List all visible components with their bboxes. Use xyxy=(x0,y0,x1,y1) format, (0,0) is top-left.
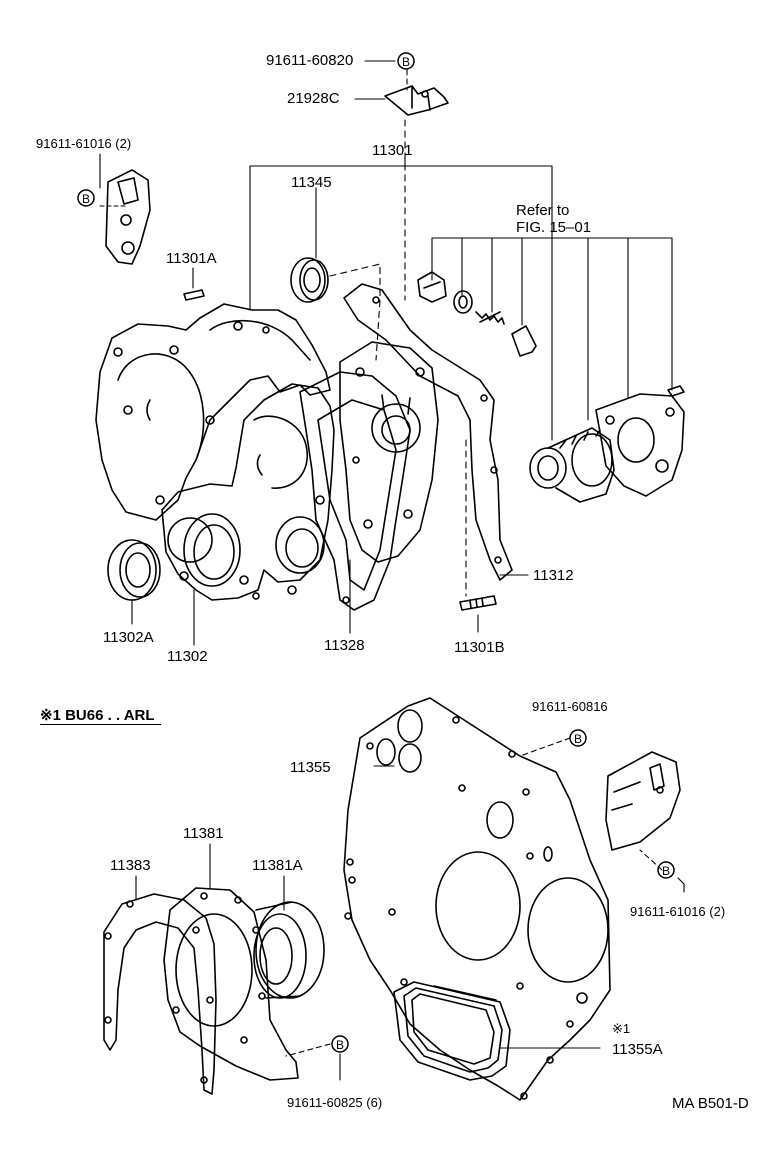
pump-housing xyxy=(339,341,439,563)
label-11312: 11312 xyxy=(533,567,574,584)
gasket-11383 xyxy=(103,893,217,1095)
label-11301a: 11301A xyxy=(166,250,217,267)
label-91611-60820: 91611-60820 xyxy=(266,52,354,69)
end-plate-11355 xyxy=(343,697,611,1101)
oil-seal-11381a xyxy=(253,901,325,999)
label-21928c: 21928C xyxy=(287,90,340,107)
bracket-21928c xyxy=(384,85,449,116)
label-refer-line2: FIG. 15–01 xyxy=(516,219,592,236)
label-11328: 11328 xyxy=(324,637,365,654)
stud-11301b xyxy=(459,595,497,611)
pin-11301a xyxy=(183,289,205,301)
label-91611-61016-bottom: 91611-61016 (2) xyxy=(630,904,726,919)
retainer-11381 xyxy=(163,887,299,1081)
label-11381a: 11381A xyxy=(252,857,303,874)
oil-seal-11345 xyxy=(290,257,381,361)
label-11383: 11383 xyxy=(110,857,151,874)
label-11302: 11302 xyxy=(167,648,208,665)
oil-seal-11302a xyxy=(107,539,161,601)
bracket-right xyxy=(605,751,681,851)
label-refer-line1: Refer to xyxy=(516,202,570,219)
leader-lines-top xyxy=(99,60,673,646)
label-11345: 11345 xyxy=(291,174,332,191)
label-11302a: 11302A xyxy=(103,629,154,646)
label-11355: 11355 xyxy=(290,759,331,776)
gasket-11328 xyxy=(299,371,411,611)
pump-parts xyxy=(417,271,685,503)
label-91611-61016-top: 91611-61016 (2) xyxy=(36,136,132,151)
timing-gear-case xyxy=(95,303,335,601)
label-11381: 11381 xyxy=(183,825,224,842)
cover-11355a xyxy=(393,981,511,1081)
leader-lines-bottom xyxy=(135,737,685,1081)
label-11301: 11301 xyxy=(372,142,413,159)
bracket-top-left xyxy=(105,169,151,265)
label-91611-60825: 91611-60825 (6) xyxy=(287,1095,383,1110)
variant-mark: ※1 xyxy=(40,707,61,724)
label-91611-60816: 91611-60816 xyxy=(532,699,608,714)
gasket-11312 xyxy=(343,283,513,581)
label-mark-1: ※1 xyxy=(612,1021,631,1036)
label-11355a: 11355A xyxy=(612,1041,663,1058)
variant-text: BU66 . . ARL xyxy=(65,707,155,724)
label-11301b: 11301B xyxy=(454,639,505,656)
reference-code: MA B501-D xyxy=(672,1095,749,1112)
variant-note: ※1 BU66 . . ARL xyxy=(40,706,161,725)
